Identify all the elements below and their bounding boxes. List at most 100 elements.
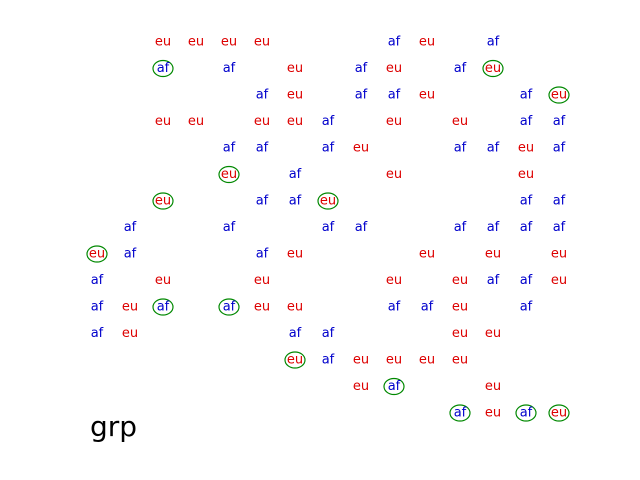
point-af-58: af: [256, 247, 269, 262]
point-eu-86: eu: [485, 326, 501, 341]
point-label: af: [256, 141, 269, 156]
point-label: af: [553, 194, 566, 209]
point-af-53: af: [487, 220, 500, 235]
point-eu-92: eu: [452, 353, 468, 368]
point-eu-70: eu: [551, 273, 567, 288]
highlight-circle: [218, 165, 240, 184]
point-eu-66: eu: [386, 273, 402, 288]
point-af-71: af: [91, 300, 104, 315]
point-label: af: [553, 141, 566, 156]
point-af-52: af: [454, 220, 467, 235]
point-af-39: af: [289, 167, 302, 182]
point-label: af: [256, 194, 269, 209]
point-label: eu: [386, 61, 402, 76]
point-label: eu: [122, 300, 138, 315]
point-label: eu: [320, 194, 336, 209]
point-eu-1: eu: [188, 35, 204, 50]
point-label: af: [454, 220, 467, 235]
point-eu-99: eu: [548, 404, 570, 422]
point-af-48: af: [124, 220, 137, 235]
point-label: af: [388, 379, 401, 394]
point-label: af: [355, 61, 368, 76]
point-af-83: af: [289, 326, 302, 341]
point-eu-89: eu: [353, 353, 369, 368]
point-label: eu: [287, 247, 303, 262]
point-eu-33: eu: [353, 141, 369, 156]
highlight-circle: [86, 245, 108, 263]
point-label: af: [388, 88, 401, 103]
point-label: af: [322, 141, 335, 156]
point-eu-93: eu: [353, 379, 369, 394]
point-label: af: [421, 300, 434, 315]
point-eu-75: eu: [254, 300, 270, 315]
point-eu-26: eu: [386, 114, 402, 129]
point-label: eu: [386, 114, 402, 129]
point-eu-91: eu: [419, 353, 435, 368]
point-label: eu: [155, 194, 171, 209]
point-label: af: [322, 326, 335, 341]
point-label: eu: [155, 273, 171, 288]
point-label: eu: [419, 35, 435, 50]
point-af-80: af: [520, 300, 533, 315]
highlight-circle: [218, 298, 240, 316]
point-label: eu: [122, 326, 138, 341]
point-label: eu: [551, 406, 567, 421]
point-af-68: af: [487, 273, 500, 288]
point-label: eu: [254, 114, 270, 129]
point-label: eu: [452, 273, 468, 288]
point-eu-23: eu: [254, 114, 270, 129]
point-label: eu: [89, 247, 105, 262]
point-eu-45: eu: [317, 192, 339, 210]
point-label: eu: [551, 247, 567, 262]
point-label: af: [91, 326, 104, 341]
point-eu-38: eu: [218, 165, 240, 184]
point-af-81: af: [91, 326, 104, 341]
point-eu-0: eu: [155, 35, 171, 50]
point-af-84: af: [322, 326, 335, 341]
point-af-51: af: [355, 220, 368, 235]
point-label: eu: [485, 326, 501, 341]
point-eu-13: eu: [482, 59, 504, 78]
point-label: eu: [188, 114, 204, 129]
point-label: eu: [452, 300, 468, 315]
point-label: af: [520, 273, 533, 288]
point-af-12: af: [454, 61, 467, 76]
point-label: af: [454, 61, 467, 76]
point-eu-62: eu: [551, 247, 567, 262]
point-label: eu: [452, 353, 468, 368]
point-eu-64: eu: [155, 273, 171, 288]
point-label: eu: [452, 326, 468, 341]
point-eu-95: eu: [485, 379, 501, 394]
point-label: af: [157, 61, 170, 76]
point-af-34: af: [454, 141, 467, 156]
point-af-32: af: [322, 141, 335, 156]
point-label: af: [520, 406, 533, 421]
point-eu-67: eu: [452, 273, 468, 288]
point-label: eu: [485, 247, 501, 262]
point-label: eu: [551, 273, 567, 288]
point-label: eu: [155, 114, 171, 129]
point-eu-60: eu: [419, 247, 435, 262]
point-eu-97: eu: [485, 406, 501, 421]
point-label: af: [553, 114, 566, 129]
point-label: eu: [221, 167, 237, 182]
point-eu-76: eu: [287, 300, 303, 315]
point-eu-3: eu: [254, 35, 270, 50]
point-eu-85: eu: [452, 326, 468, 341]
highlight-circle: [383, 377, 405, 396]
point-af-88: af: [322, 353, 335, 368]
point-label: af: [355, 88, 368, 103]
point-eu-15: eu: [287, 88, 303, 103]
point-eu-5: eu: [419, 35, 435, 50]
point-label: af: [322, 353, 335, 368]
point-label: eu: [353, 141, 369, 156]
point-eu-24: eu: [287, 114, 303, 129]
point-label: af: [289, 167, 302, 182]
point-label: eu: [254, 300, 270, 315]
point-af-10: af: [355, 61, 368, 76]
point-eu-90: eu: [386, 353, 402, 368]
point-label: af: [454, 141, 467, 156]
point-af-7: af: [152, 59, 174, 78]
point-eu-56: eu: [86, 245, 108, 263]
point-label: af: [520, 300, 533, 315]
